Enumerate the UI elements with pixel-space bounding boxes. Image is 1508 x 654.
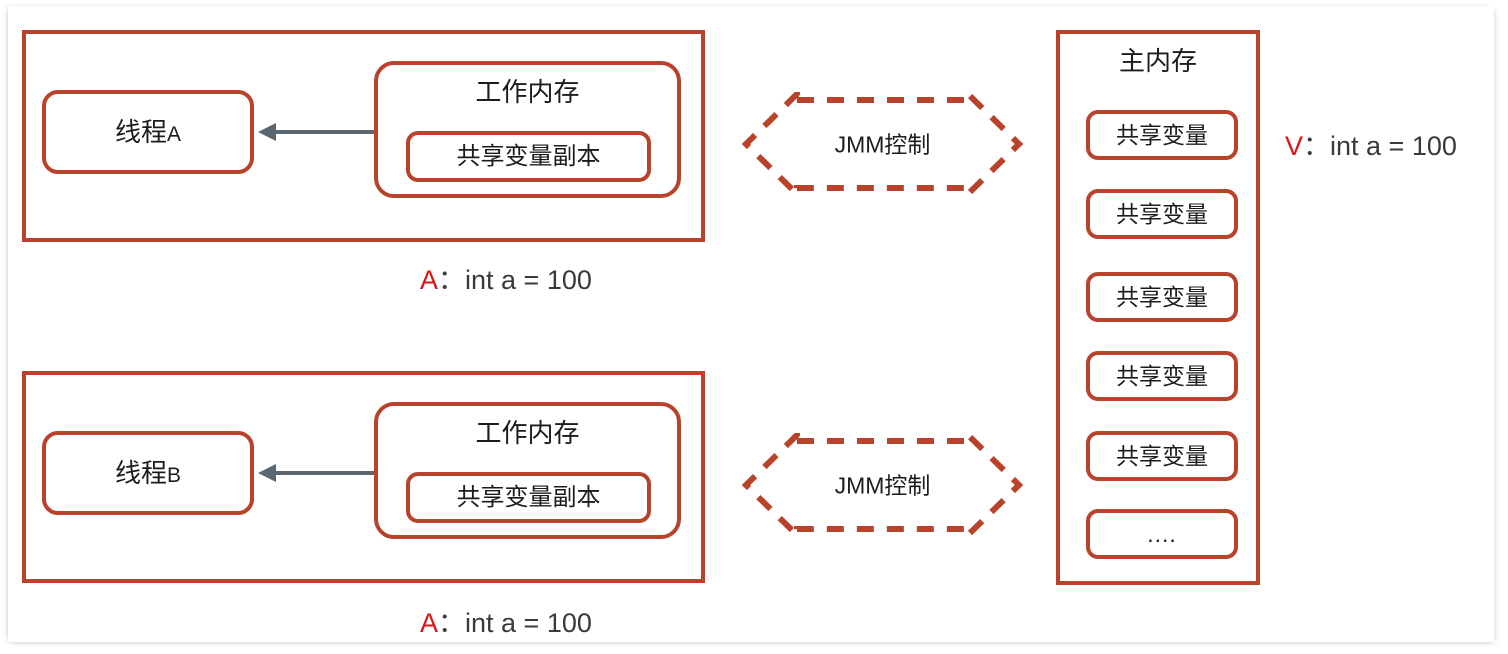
- main-memory-variable-box-ellipsis: ....: [1086, 509, 1238, 559]
- thread-b-working-memory-title: 工作内存: [475, 418, 580, 448]
- main-memory-variable-box: 共享变量: [1086, 351, 1238, 401]
- dashed-double-block-arrow-icon: [741, 427, 1024, 543]
- thread-b-caption-colon: ：: [438, 608, 466, 638]
- thread-a-label: 线程A: [114, 117, 182, 147]
- thread-a-caption-key: A: [420, 265, 439, 295]
- thread-b-shared-copy-label: 共享变量副本: [456, 483, 601, 511]
- main-memory-variable-box: 共享变量: [1086, 110, 1238, 160]
- main-memory-caption-value: int a = 100: [1330, 131, 1457, 161]
- thread-a-shared-copy-label: 共享变量副本: [456, 142, 601, 170]
- thread-a-working-memory-title: 工作内存: [475, 77, 580, 107]
- thread-b-label: 线程B: [114, 458, 182, 488]
- main-memory-variable-box: 共享变量: [1086, 272, 1238, 322]
- thread-b-container: 线程B 工作内存 共享变量副本: [22, 371, 705, 583]
- thread-b-box: 线程B: [42, 431, 254, 515]
- thread-a-container: 线程A 工作内存 共享变量副本: [22, 30, 705, 242]
- thread-a-caption: A：int a = 100: [420, 267, 592, 294]
- thread-b-caption: A：int a = 100: [420, 610, 592, 637]
- thread-a-box: 线程A: [42, 90, 254, 174]
- main-memory-caption: V：int a = 100: [1285, 133, 1457, 160]
- main-memory-caption-colon: ：: [1303, 131, 1331, 161]
- thread-b-working-memory-box: 工作内存 共享变量副本: [374, 402, 681, 539]
- thread-a-working-memory-box: 工作内存 共享变量副本: [374, 61, 681, 198]
- thread-a-caption-value: int a = 100: [465, 265, 592, 295]
- dashed-double-block-arrow-icon: [741, 86, 1024, 202]
- main-memory-variable-box: 共享变量: [1086, 431, 1238, 481]
- jmm-arrow-bottom: JMM控制: [740, 427, 1025, 543]
- jmm-arrow-top: JMM控制: [740, 86, 1025, 202]
- thread-b-caption-value: int a = 100: [465, 608, 592, 638]
- thread-b-caption-key: A: [420, 608, 439, 638]
- main-memory-variable-box: 共享变量: [1086, 189, 1238, 239]
- thread-b-shared-copy-box: 共享变量副本: [406, 472, 651, 523]
- main-memory-title: 主内存: [1118, 46, 1197, 76]
- main-memory-panel: 主内存 共享变量 共享变量 共享变量 共享变量 共享变量 ....: [1056, 30, 1260, 585]
- main-memory-caption-key: V: [1285, 131, 1304, 161]
- thread-a-shared-copy-box: 共享变量副本: [406, 131, 651, 182]
- thread-a-caption-colon: ：: [438, 265, 466, 295]
